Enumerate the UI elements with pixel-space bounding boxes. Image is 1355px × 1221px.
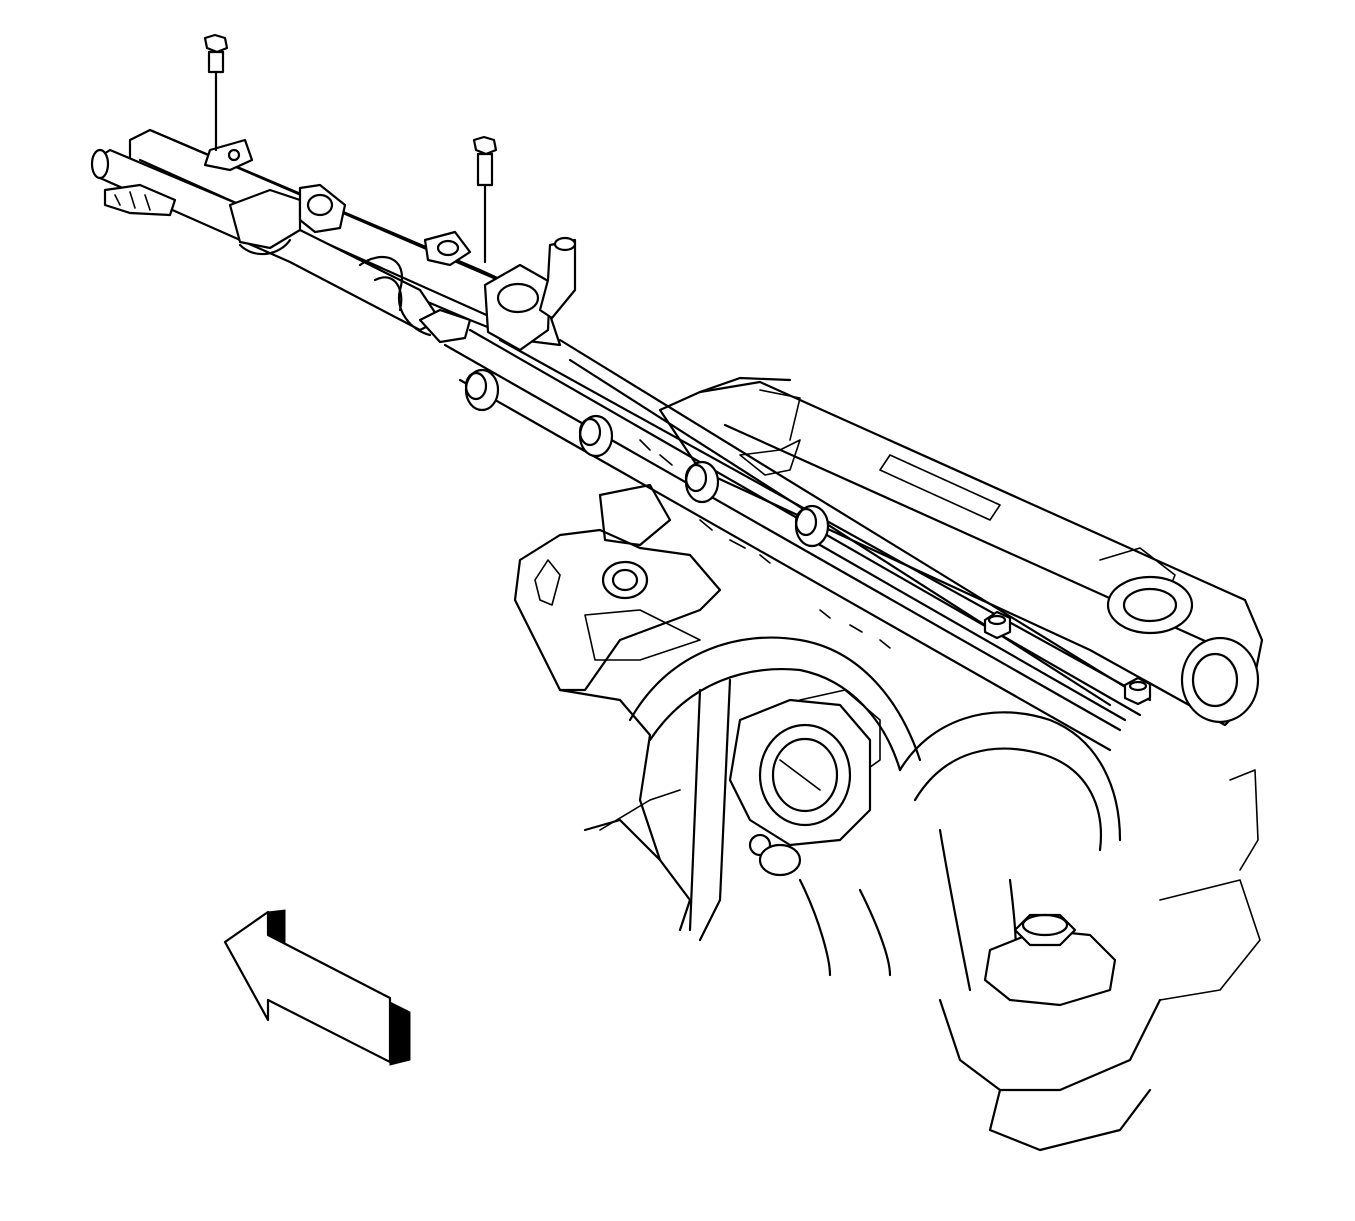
fuel-rail-bolt [203,33,1152,706]
fuel-injector [443,328,1152,752]
fuel-rail [90,128,577,352]
engine-block [513,483,1261,1152]
oil-filler-cap [1106,575,1260,724]
intake-manifold [628,636,1122,1002]
front-direction-arrow [223,909,411,1066]
throttle-body [728,698,872,877]
injector-o-ring [464,368,830,548]
oil-filter [983,913,1117,1007]
